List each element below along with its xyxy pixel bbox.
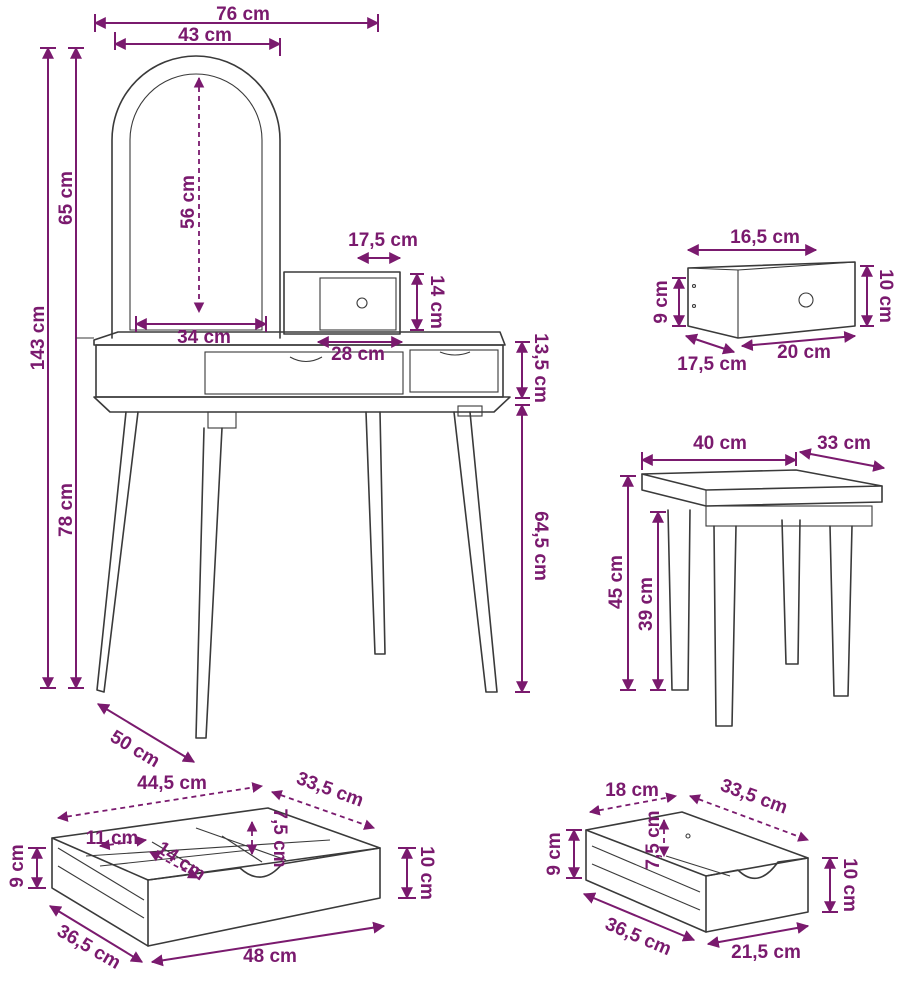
stool-leg [829,525,853,697]
medium-drawer [585,811,809,933]
table-leg [365,411,386,655]
knob-icon [798,292,814,308]
label-top-gap: 28 cm [331,344,385,365]
small-drawer-dimensions: 16,5 cm 9 cm 10 cm 17,5 cm 20 cm [651,227,896,375]
vanity-dimensions: 76 cm 43 cm 56 cm 34 cm 65 cm 78 cm 143 … [28,4,551,772]
label-bd-comp-c: 7,5 cm [269,808,290,867]
label-bd-depth: 33,5 cm [294,768,367,812]
label-bd-width: 44,5 cm [137,773,207,794]
label-total-height: 143 cm [28,306,49,370]
label-md-h-outer: 10 cm [839,858,860,912]
label-bd-h-outer: 10 cm [416,846,437,900]
label-sd-height-outer: 10 cm [875,269,896,323]
top-drawer-box [283,271,401,335]
label-sd-height-inner: 9 cm [651,280,672,323]
table-top [93,331,506,346]
label-top-box-height: 14 cm [426,275,447,329]
small-drawer [687,261,856,339]
label-leg-height: 64,5 cm [530,511,551,581]
label-apron-height: 13,5 cm [530,333,551,403]
stool-dimensions: 40 cm 33 cm 45 cm 39 cm [606,433,886,692]
label-mirror-inner-width: 34 cm [177,327,231,348]
label-table-height: 78 cm [56,483,77,537]
label-mirror-width: 43 cm [178,25,232,46]
label-sd-front: 20 cm [777,342,831,363]
label-top-box-width: 17,5 cm [348,230,418,251]
mirror-frame [111,55,281,339]
stool-leg [667,509,691,691]
label-mirror-total-height: 65 cm [56,171,77,225]
table-leg [195,427,223,739]
label-md-width: 18 cm [605,780,659,801]
apron-drawer-right [409,349,499,393]
label-stool-height: 45 cm [606,555,627,609]
label-md-side: 36,5 cm [602,914,674,961]
knob-icon [356,297,368,309]
stool-leg [781,519,801,665]
label-sd-width: 16,5 cm [730,227,800,248]
label-bd-h-inner: 9 cm [7,844,28,887]
label-bd-front: 48 cm [243,946,297,967]
label-md-comp: 7,5 cm [643,810,664,869]
label-depth: 50 cm [106,726,163,772]
label-stool-leg: 39 cm [636,577,657,631]
label-bd-comp-a: 11 cm [86,828,139,849]
medium-drawer-dimensions: 18 cm 33,5 cm 7,5 cm 9 cm 10 cm 36,5 cm … [544,775,860,963]
label-md-front: 21,5 cm [731,942,801,963]
label-sd-depth: 17,5 cm [677,354,747,375]
label-md-depth: 33,5 cm [718,775,791,819]
mirror-glass [129,73,263,331]
label-stool-depth: 33 cm [817,433,871,454]
label-stool-width: 40 cm [693,433,747,454]
stool-leg [713,525,737,727]
apron-drawer-left [204,351,404,395]
stool [641,469,883,727]
vanity-table [93,55,511,739]
label-mirror-height: 56 cm [178,175,199,229]
label-table-width: 76 cm [216,4,270,25]
table-leg [96,411,139,693]
label-md-h-inner: 9 cm [544,832,565,875]
table-leg [453,411,498,693]
